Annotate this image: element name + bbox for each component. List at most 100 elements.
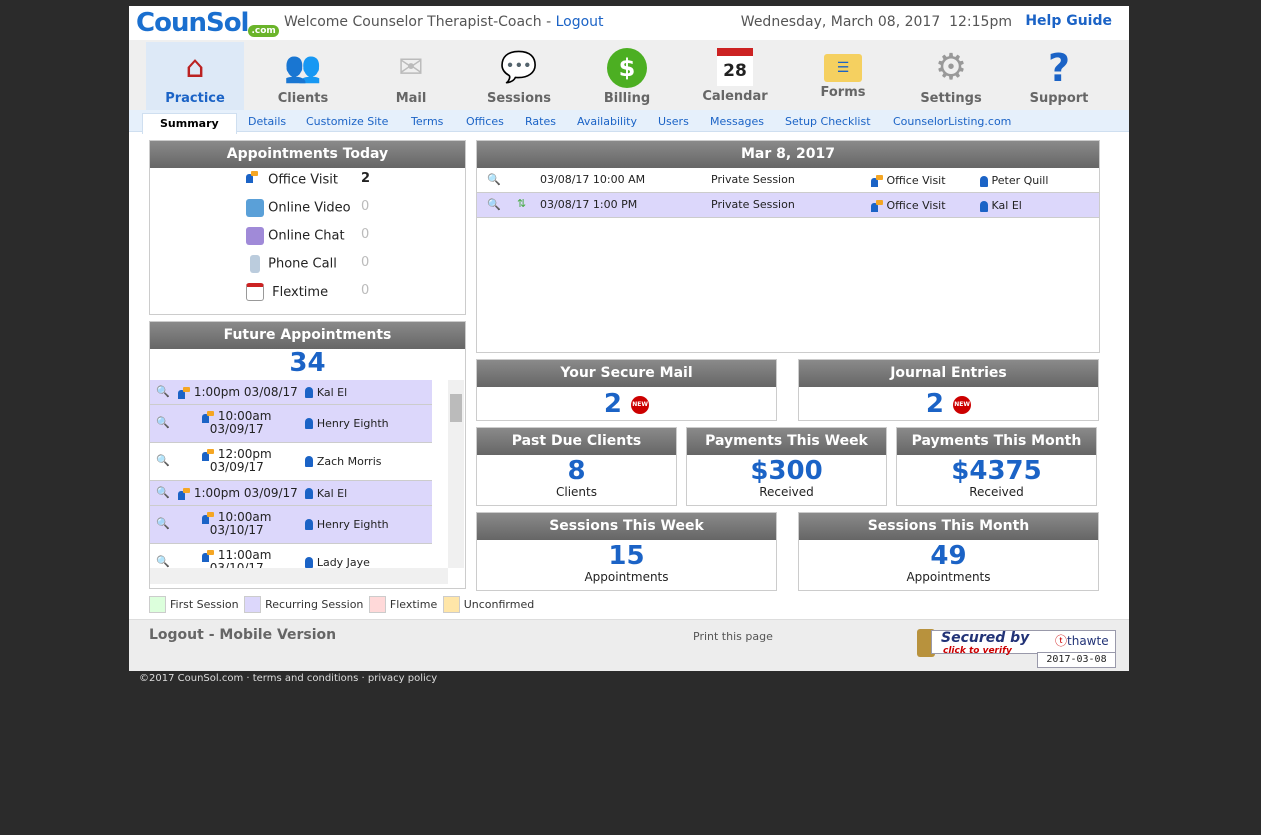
legend-flextime: Flextime xyxy=(368,596,437,613)
logout-link[interactable]: Logout xyxy=(555,14,604,30)
today-online-video[interactable]: Online Video 0 xyxy=(246,199,369,227)
welcome-label: Welcome Counselor Therapist-Coach - xyxy=(284,14,556,30)
row-label: Online Video xyxy=(268,200,351,216)
client-icon xyxy=(305,386,313,398)
magnifier-icon[interactable]: 🔍 xyxy=(156,555,170,568)
stat-value: 15 xyxy=(608,541,645,571)
nav-label: Sessions xyxy=(486,91,552,106)
appt-client[interactable]: Kal El xyxy=(991,199,1022,212)
thawte-seal[interactable]: Secured by ⓣthawte click to verify 2017-… xyxy=(917,625,1117,668)
appt-client[interactable]: Peter Quill xyxy=(991,174,1049,187)
dollar-icon: $ xyxy=(607,48,647,88)
client-icon xyxy=(305,456,313,467)
magnifier-icon[interactable]: 🔍 xyxy=(156,384,170,398)
magnifier-icon[interactable]: 🔍 xyxy=(156,485,170,499)
future-appointment-row[interactable]: 🔍 1:00pm 03/09/17 Kal El xyxy=(150,481,432,506)
office-visit-icon xyxy=(202,511,214,524)
nav-forms[interactable]: ☰Forms xyxy=(794,42,892,110)
panel-title: Appointments Today xyxy=(150,141,465,168)
vertical-scrollbar[interactable] xyxy=(448,380,464,568)
nav-billing[interactable]: $Billing xyxy=(578,42,676,110)
appt-date: 03/10/17 xyxy=(209,561,264,569)
copyright-text: ©2017 CounSol.com xyxy=(139,673,244,684)
appt-client[interactable]: Zach Morris xyxy=(316,455,382,468)
help-guide-link[interactable]: Help Guide xyxy=(1025,13,1112,29)
tab-offices[interactable]: Offices xyxy=(466,115,504,128)
nav-label: Support xyxy=(1029,91,1089,106)
magnifier-icon[interactable]: 🔍 xyxy=(156,416,170,429)
appt-client[interactable]: Kal El xyxy=(316,385,348,399)
nav-label: Clients xyxy=(277,91,329,106)
appt-client[interactable]: Lady Jaye xyxy=(316,556,370,568)
calendar-icon: 28 xyxy=(717,48,753,86)
magnifier-icon[interactable]: 🔍 xyxy=(156,454,170,467)
nav-settings[interactable]: ⚙Settings xyxy=(902,42,1000,110)
tab-summary[interactable]: Summary xyxy=(142,113,237,134)
privacy-link[interactable]: privacy policy xyxy=(367,673,438,684)
magnifier-icon[interactable]: 🔍 xyxy=(487,173,501,186)
client-icon xyxy=(980,200,988,212)
tab-counselorlisting[interactable]: CounselorListing.com xyxy=(893,115,1012,128)
row-count: 0 xyxy=(361,199,370,214)
tab-messages[interactable]: Messages xyxy=(710,115,764,128)
nav-support[interactable]: ?Support xyxy=(1010,42,1108,110)
nav-mail[interactable]: ✉Mail xyxy=(362,42,460,110)
tab-users[interactable]: Users xyxy=(658,115,689,128)
tab-details[interactable]: Details xyxy=(248,115,287,128)
logo[interactable]: CounSol.com xyxy=(136,8,279,38)
scroll-thumb[interactable] xyxy=(450,394,462,422)
nav-clients[interactable]: 👥Clients xyxy=(254,42,352,110)
tab-availability[interactable]: Availability xyxy=(577,115,637,128)
magnifier-icon[interactable]: 🔍 xyxy=(487,198,501,211)
stat-caption: Received xyxy=(759,485,814,499)
appt-date: 03/08/17 xyxy=(243,385,298,399)
mobile-version-link[interactable]: Mobile Version xyxy=(219,627,337,643)
appt-client[interactable]: Henry Eighth xyxy=(316,518,389,531)
nav-practice[interactable]: ⌂Practice xyxy=(146,42,244,110)
terms-link[interactable]: terms and conditions xyxy=(252,673,359,684)
appt-client[interactable]: Kal El xyxy=(316,486,348,500)
client-icon xyxy=(305,519,313,530)
recurring-icon: ⇅ xyxy=(517,197,527,210)
tab-terms[interactable]: Terms xyxy=(411,115,444,128)
panel-title: Your Secure Mail xyxy=(477,360,776,387)
appt-client[interactable]: Henry Eighth xyxy=(316,417,389,430)
appt-date: 03/10/17 xyxy=(209,523,264,537)
tab-customize-site[interactable]: Customize Site xyxy=(306,115,389,128)
magnifier-icon[interactable]: 🔍 xyxy=(156,517,170,530)
stat-value: 2 xyxy=(925,389,945,419)
footer-logout-link[interactable]: Logout xyxy=(149,627,204,643)
nav-sessions[interactable]: 💬Sessions xyxy=(470,42,568,110)
appt-location: Office Visit xyxy=(886,174,946,187)
video-icon xyxy=(246,199,264,217)
row-label: Online Chat xyxy=(268,228,345,244)
swatch xyxy=(244,596,262,613)
client-icon xyxy=(305,487,313,499)
future-appointment-row[interactable]: 🔍 1:00pm 03/08/17 Kal El xyxy=(150,380,432,405)
tab-rates[interactable]: Rates xyxy=(525,115,556,128)
stat-caption: Appointments xyxy=(906,570,991,584)
print-link[interactable]: Print this page xyxy=(693,630,773,643)
horizontal-scrollbar[interactable] xyxy=(150,568,448,584)
legend-label: First Session xyxy=(170,597,239,611)
current-datetime: Wednesday, March 08, 2017 12:15pm xyxy=(740,14,1012,30)
tab-setup-checklist[interactable]: Setup Checklist xyxy=(785,115,871,128)
